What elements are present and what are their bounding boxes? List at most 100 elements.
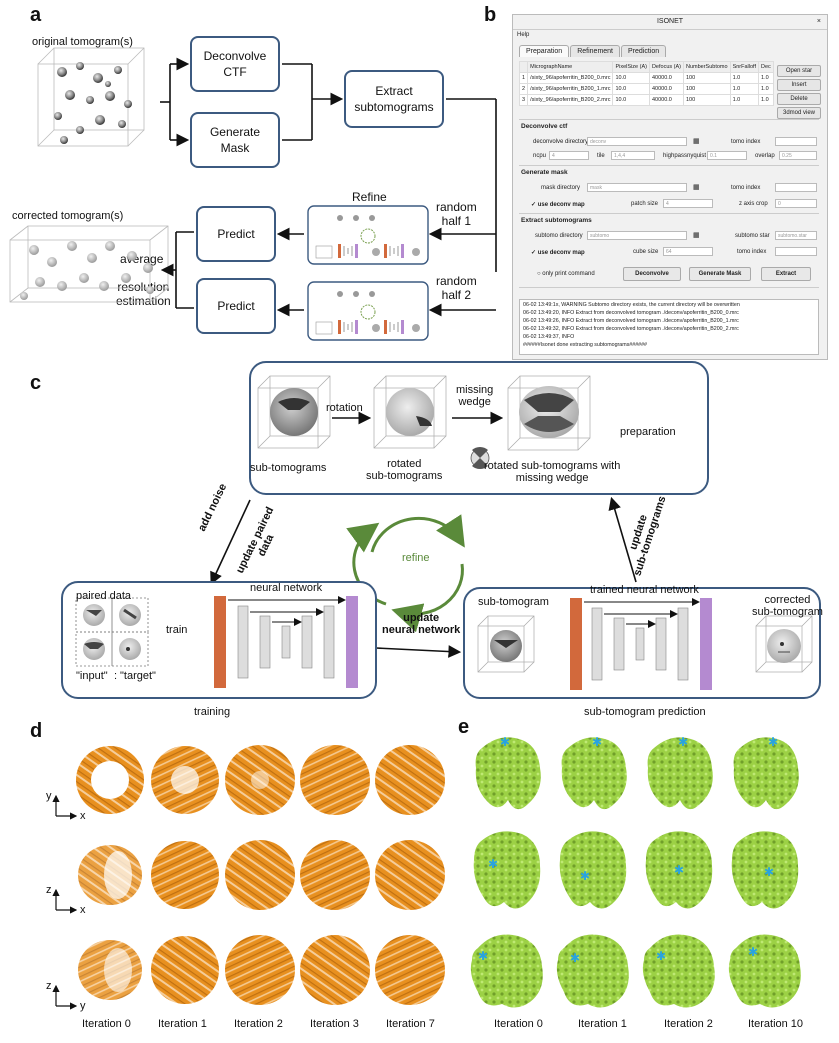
subtomo-star-input[interactable]: subtomo.star [775,231,817,240]
panel-label-e: e [458,716,470,738]
log-output[interactable]: 06-02 13:49:1x, WARNING Subtomo director… [519,299,819,355]
checkbox-icon: ○ [537,271,543,277]
train-label: train [166,624,188,636]
extract-use-deconv-checkbox[interactable]: ✓ use deconv map [531,250,585,256]
panel-e-iteration-label: Iteration 2 [664,1018,713,1030]
corrected-tomogram-label: corrected tomogram(s) [12,210,124,222]
rotated-mw-label: rotated sub-tomograms with missing wedge [484,460,621,484]
delete-button[interactable]: Delete [777,93,821,105]
table-header: Defocus (A) [648,61,685,73]
close-icon[interactable]: × [816,18,821,25]
sub-tomogram-label: sub-tomogram [478,596,549,608]
z-axis-crop-input[interactable]: 0 [775,199,817,208]
deconv-dir-input[interactable]: deconv [587,137,687,146]
predict-box-1: Predict [196,206,276,262]
deconvolve-button[interactable]: Deconvolve [623,267,681,281]
overlap-input[interactable]: 0.25 [779,151,817,160]
axis-label-y: y [80,1000,86,1012]
svg-text:✱: ✱ [678,735,688,749]
svg-text:✱: ✱ [768,735,778,749]
table-cell[interactable]: 40000.0 [648,72,685,84]
table-cell[interactable]: 10.0 [612,72,650,84]
tab-preparation[interactable]: Preparation [519,45,570,57]
star-markers: ✱✱✱✱ ✱✱✱✱ ✱✱✱✱ [478,735,778,965]
tab-refinement[interactable]: Refinement [570,45,620,57]
panel-d-iteration-label: Iteration 0 [82,1018,131,1030]
table-cell[interactable]: 40000.0 [648,83,685,95]
ncpu-input[interactable]: 4 [549,151,589,160]
table-cell[interactable]: 100 [683,72,731,84]
open-star-button[interactable]: Open star [777,65,821,77]
extract-subtomograms-box: Extract subtomograms [344,70,444,128]
mask-dir-label: mask directory [541,185,581,191]
patch-size-input[interactable]: 4 [663,199,713,208]
svg-text:✱: ✱ [580,869,590,883]
table-cell[interactable]: /sixty_96/apoferritin_B200_0.mrc [527,72,614,84]
insert-button[interactable]: Insert [777,79,821,91]
z-axis-crop-label: z axis crop [739,201,768,207]
subtomo-dir-input[interactable]: subtomo [587,231,687,240]
paired-data-label: paired data [76,590,132,602]
svg-text:✱: ✱ [656,949,666,963]
panel-e-iteration-label: Iteration 1 [578,1018,627,1030]
table-header [518,61,529,73]
table-cell[interactable]: 10.0 [612,94,650,106]
tab-prediction[interactable]: Prediction [621,45,667,57]
tile-input[interactable]: 1,4,4 [611,151,655,160]
mask-dir-input[interactable]: mask [587,183,687,192]
folder-icon[interactable]: ▦ [693,232,700,239]
mask-tomo-index-input[interactable] [775,183,817,192]
svg-text:✱: ✱ [488,857,498,871]
panel-label-a: a [30,4,42,26]
extract-tomo-index-input[interactable] [775,247,817,256]
table-cell[interactable]: 1.0 [758,83,774,95]
divider [519,287,819,288]
table-cell: 2 [518,83,529,95]
svg-text:✱: ✱ [748,945,758,959]
table-cell[interactable]: 40000.0 [648,94,685,106]
use-deconv-checkbox[interactable]: ✓ use deconv map [531,202,585,208]
cube-size-input[interactable]: 64 [663,247,713,256]
table-cell[interactable]: 1.0 [758,94,774,106]
folder-icon[interactable]: ▦ [693,184,700,191]
log-line: 06-02 13:49:37, INFO [523,334,575,340]
table-cell[interactable]: 100 [683,94,731,106]
table-cell[interactable]: 1.0 [729,94,760,106]
table-cell[interactable]: 1.0 [729,72,760,84]
panel-d-iteration-label: Iteration 7 [386,1018,435,1030]
table-cell[interactable]: /sixty_96/apoferritin_B200_1.mrc [527,83,614,95]
generate-mask-button[interactable]: Generate Mask [689,267,751,281]
table-cell[interactable]: 10.0 [612,83,650,95]
refine-mini-box-2 [307,281,429,341]
deconvolve-ctf-section-title: Deconvolve ctf [521,123,568,130]
tomo-index-label: tomo index [731,139,761,145]
corrected-subtomogram-label: corrected sub-tomogram [752,594,823,618]
table-cell[interactable]: /sixty_96/apoferritin_B200_2.mrc [527,94,614,106]
svg-text:✱: ✱ [764,865,774,879]
log-line: 06-02 13:49:1x, WARNING Subtomo director… [523,302,740,308]
svg-text:✱: ✱ [570,951,580,965]
table-cell[interactable]: 1.0 [729,83,760,95]
cube-size-label: cube size [633,249,659,255]
folder-icon[interactable]: ▦ [693,138,700,145]
menu-help[interactable]: Help [517,32,530,38]
target-label: "target" [120,670,156,682]
table-cell[interactable]: 1.0 [758,72,774,84]
panel-d-iteration-label: Iteration 1 [158,1018,207,1030]
extract-button[interactable]: Extract [761,267,811,281]
3dmod-view-button[interactable]: 3dmod view [777,107,821,119]
resolution-estimation-label: resolution estimation [116,280,171,308]
subtomo-star-label: subtomo star [735,233,770,239]
panel-e-graphics: ✱✱✱✱ ✱✱✱✱ ✱✱✱✱ [470,735,801,1008]
tomo-index-input[interactable] [775,137,817,146]
update-nn-label: update neural network [382,612,461,636]
overlap-label: overlap [755,153,775,159]
refine-label: refine [402,552,430,564]
panel-label-d: d [30,720,43,742]
only-print-command-checkbox[interactable]: ○ only print command [537,271,595,277]
table-cell[interactable]: 100 [683,83,731,95]
highpass-input[interactable]: 0.1 [707,151,747,160]
